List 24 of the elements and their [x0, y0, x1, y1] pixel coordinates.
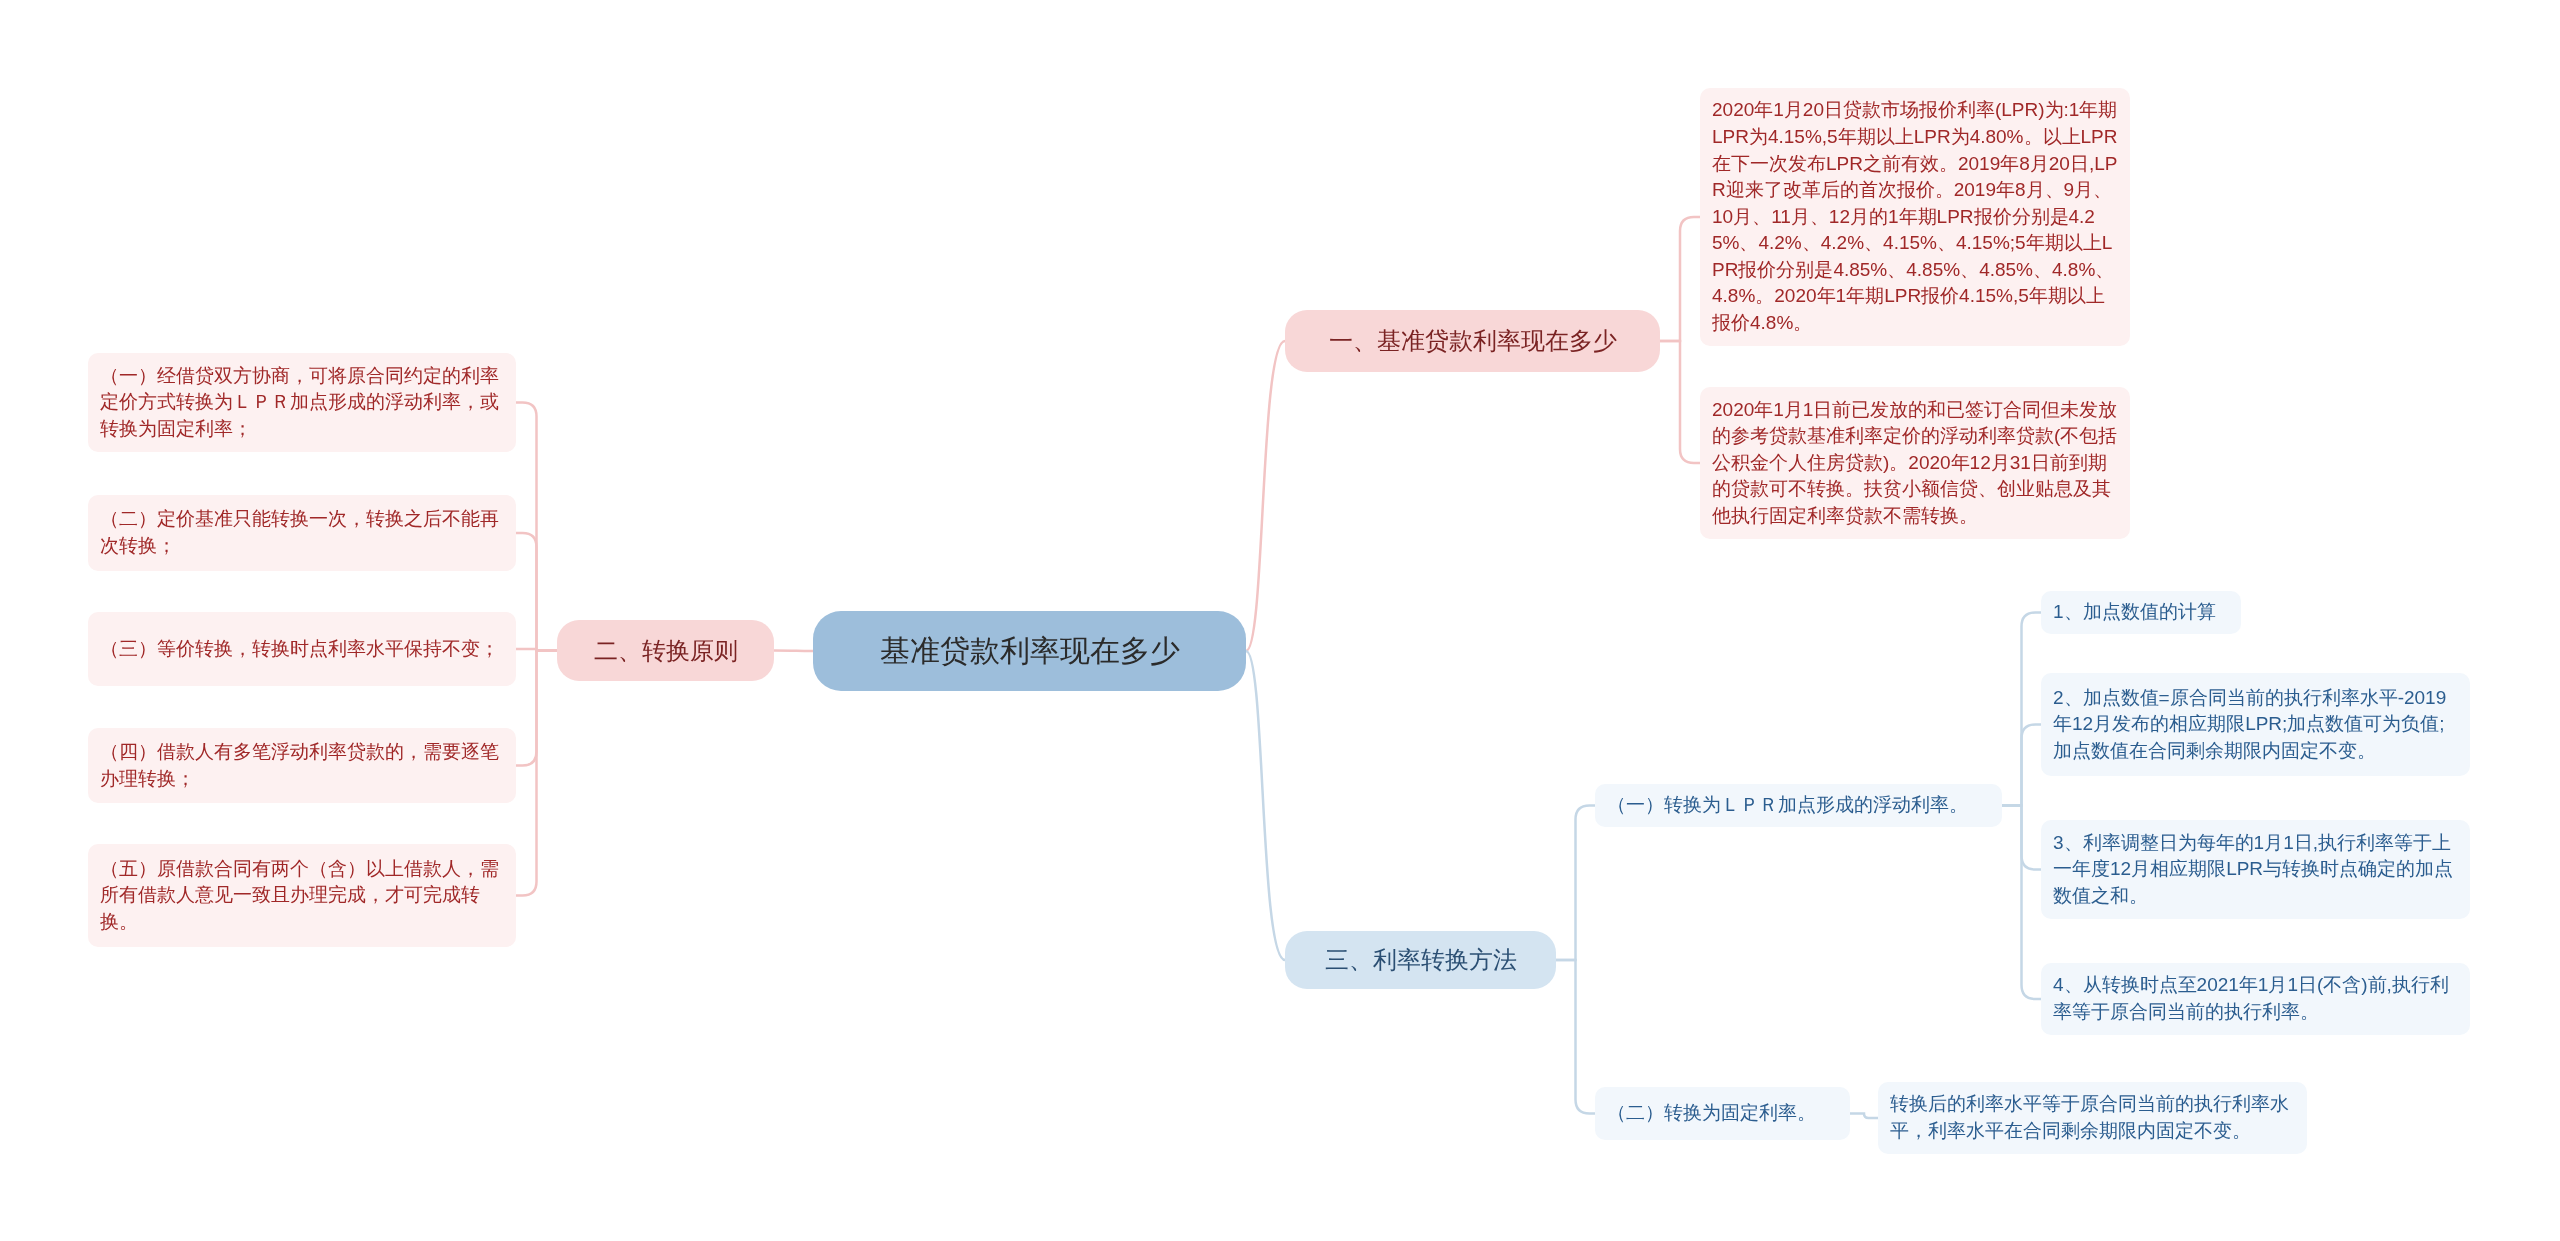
topic-box: 二、转换原则: [557, 620, 774, 681]
subtopic-box: （一）转换为ＬＰＲ加点形成的浮动利率。: [1595, 784, 2002, 827]
connector-line: [1245, 340, 1286, 652]
note-box: （五）原借款合同有两个（含）以上借款人，需所有借款人意见一致且办理完成，才可完成转换。: [88, 844, 516, 947]
note-box: （四）借款人有多笔浮动利率贷款的，需要逐笔办理转换；: [88, 728, 516, 803]
note-box: 转换后的利率水平等于原合同当前的执行利率水平，利率水平在合同剩余期限内固定不变。: [1878, 1082, 2307, 1154]
connector-line: [1245, 650, 1286, 961]
note-box: 3、利率调整日为每年的1月1日,执行利率等于上一年度12月相应期限LPR与转换时点确定的加点数值之和。: [2041, 820, 2470, 919]
subtopic-box: （二）转换为固定利率。: [1595, 1087, 1850, 1140]
note-box: （二）定价基准只能转换一次，转换之后不能再次转换；: [88, 495, 516, 571]
note-box: （一）经借贷双方协商，可将原合同约定的利率定价方式转换为ＬＰＲ加点形成的浮动利率，或转换为固定利率；: [88, 353, 516, 452]
note-box: 2、加点数值=原合同当前的执行利率水平-2019年12月发布的相应期限LPR;加点数值可为负值;加点数值在合同剩余期限内固定不变。: [2041, 673, 2470, 776]
note-box: 1、加点数值的计算: [2041, 591, 2241, 634]
connector-line: [1850, 1112, 1878, 1120]
center-topic: 基准贷款利率现在多少: [813, 611, 1246, 691]
topic-box: 三、利率转换方法: [1285, 931, 1556, 989]
connector-line: [516, 649, 557, 897]
note-box: 2020年1月20日贷款市场报价利率(LPR)为:1年期LPR为4.15%,5年期以上LPR为4.80%。以上LPR在下一次发布LPR之前有效。2019年8月20日,LPR迎来了改革后的首次报价。2019年8月、9月、10月、11月、12月的1年期LPR报价分别是4.25%、4.2%、4.2%、4.15%、4.15%;5年期以上LPR报价分别是4.85%、4.85%、4.85%、4.8%、4.8%。2020年1年期LPR报价4.15%,5年期以上报价4.8%。: [1700, 88, 2130, 346]
topic-box: 一、基准贷款利率现在多少: [1285, 310, 1660, 372]
connector-line: [1660, 339, 1700, 465]
note-box: 4、从转换时点至2021年1月1日(不含)前,执行利率等于原合同当前的执行利率。: [2041, 963, 2470, 1035]
note-box: 2020年1月1日前已发放的和已签订合同但未发放的参考贷款基准利率定价的浮动利率贷款(不包括公积金个人住房贷款)。2020年12月31日前到期的贷款可不转换。扶贫小额信贷、创业贴息及其他执行固定利率贷款不需转换。: [1700, 387, 2130, 539]
note-box: （三）等价转换，转换时点利率水平保持不变；: [88, 612, 516, 686]
connector-line: [774, 649, 813, 653]
